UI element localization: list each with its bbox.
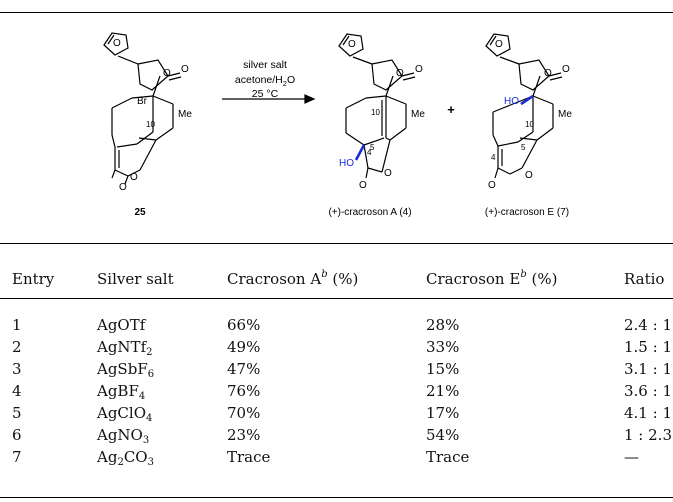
cell-silver-salt: AgNO3 [97, 426, 150, 446]
atom-o: O [544, 68, 552, 79]
header-cracroson-a: Cracroson Ab (%) [227, 269, 359, 289]
atom-number-5: 5 [521, 143, 526, 152]
atom-o: O [562, 64, 570, 75]
cracroson-a-label: (+)-cracroson A (4) [328, 207, 411, 218]
cell-cracroson-a: 70% [227, 404, 261, 422]
cell-entry: 2 [12, 338, 22, 356]
cell-cracroson-a: Trace [227, 448, 271, 466]
cell-entry: 7 [12, 448, 22, 466]
cell-entry: 1 [12, 316, 22, 334]
reagent-temperature: 25 °C [252, 88, 279, 100]
cell-ratio: 4.1 : 1 [624, 404, 672, 422]
cell-cracroson-e: 21% [426, 382, 460, 400]
atom-ho: HO [504, 96, 519, 107]
atom-o: O [130, 172, 138, 183]
header-ratio: Ratio [624, 270, 665, 288]
atom-o: O [163, 68, 171, 79]
atom-o: O [119, 182, 127, 193]
cell-cracroson-a: 47% [227, 360, 261, 378]
cell-cracroson-a: 66% [227, 316, 261, 334]
atom-o: O [415, 64, 423, 75]
cell-cracroson-e: 15% [426, 360, 460, 378]
cell-cracroson-e: 17% [426, 404, 460, 422]
atom-o: O [525, 170, 533, 181]
compound-25-structure [103, 32, 182, 185]
cell-ratio: 2.4 : 1 [624, 316, 672, 334]
cracroson-e-structure [485, 33, 563, 179]
atom-br: Br [137, 96, 148, 107]
cell-entry: 4 [12, 382, 22, 400]
atom-number-10: 10 [146, 120, 155, 129]
cell-silver-salt: AgClO4 [97, 404, 153, 424]
atom-number-10: 10 [371, 108, 380, 117]
reagent-silver-salt: silver salt [243, 59, 287, 71]
atom-number-5: 5 [370, 143, 375, 152]
atom-o: O [359, 180, 367, 191]
cell-ratio: 3.6 : 1 [624, 382, 672, 400]
reaction-scheme: O O O Br 10 Me O O O O O 10 Me 5 4 HO O … [103, 32, 572, 218]
atom-o: O [113, 38, 121, 49]
cracroson-e-oh-bond [520, 94, 534, 106]
atom-ho: HO [339, 158, 354, 169]
plus-sign: + [447, 102, 455, 117]
reagent-solvent: acetone/H2O [235, 74, 295, 88]
atom-me: Me [558, 109, 572, 120]
cell-cracroson-e: 54% [426, 426, 460, 444]
cell-entry: 5 [12, 404, 22, 422]
table-bottom-rule [0, 497, 673, 498]
compound-25-label: 25 [134, 207, 146, 218]
atom-number-4: 4 [491, 153, 496, 162]
top-rule [0, 12, 673, 13]
cell-cracroson-e: Trace [426, 448, 470, 466]
atom-number-4: 4 [367, 148, 372, 157]
cell-entry: 6 [12, 426, 22, 444]
cell-silver-salt: AgSbF6 [97, 360, 155, 380]
cell-silver-salt: AgOTf [97, 316, 146, 334]
atom-me: Me [178, 109, 192, 120]
cell-ratio: 1 : 2.3 [624, 426, 672, 444]
cell-ratio: — [624, 448, 639, 466]
cell-cracroson-a: 76% [227, 382, 261, 400]
cell-cracroson-a: 23% [227, 426, 261, 444]
cell-ratio: 3.1 : 1 [624, 360, 672, 378]
cell-cracroson-e: 28% [426, 316, 460, 334]
atom-number-10: 10 [525, 120, 534, 129]
cracroson-e-label: (+)-cracroson E (7) [485, 207, 569, 218]
header-entry: Entry [12, 270, 55, 288]
cell-silver-salt: Ag2CO3 [97, 448, 154, 468]
cell-silver-salt: AgBF4 [97, 382, 146, 402]
atom-o: O [488, 180, 496, 191]
cell-silver-salt: AgNTf2 [97, 338, 153, 358]
cell-ratio: 1.5 : 1 [624, 338, 672, 356]
atom-o: O [348, 39, 356, 50]
atom-me: Me [411, 109, 425, 120]
cracroson-a-structure [338, 33, 416, 179]
atom-o: O [495, 39, 503, 50]
atom-o: O [384, 168, 392, 179]
cell-entry: 3 [12, 360, 22, 378]
cell-cracroson-a: 49% [227, 338, 261, 356]
scheme-bottom-rule [0, 243, 673, 244]
cell-cracroson-e: 33% [426, 338, 460, 356]
header-silver-salt: Silver salt [97, 270, 174, 288]
header-cracroson-e: Cracroson Eb (%) [426, 269, 558, 289]
atom-o: O [181, 64, 189, 75]
atom-o: O [396, 68, 404, 79]
header-rule [0, 298, 673, 299]
cracroson-a-oh-bond [354, 144, 366, 161]
